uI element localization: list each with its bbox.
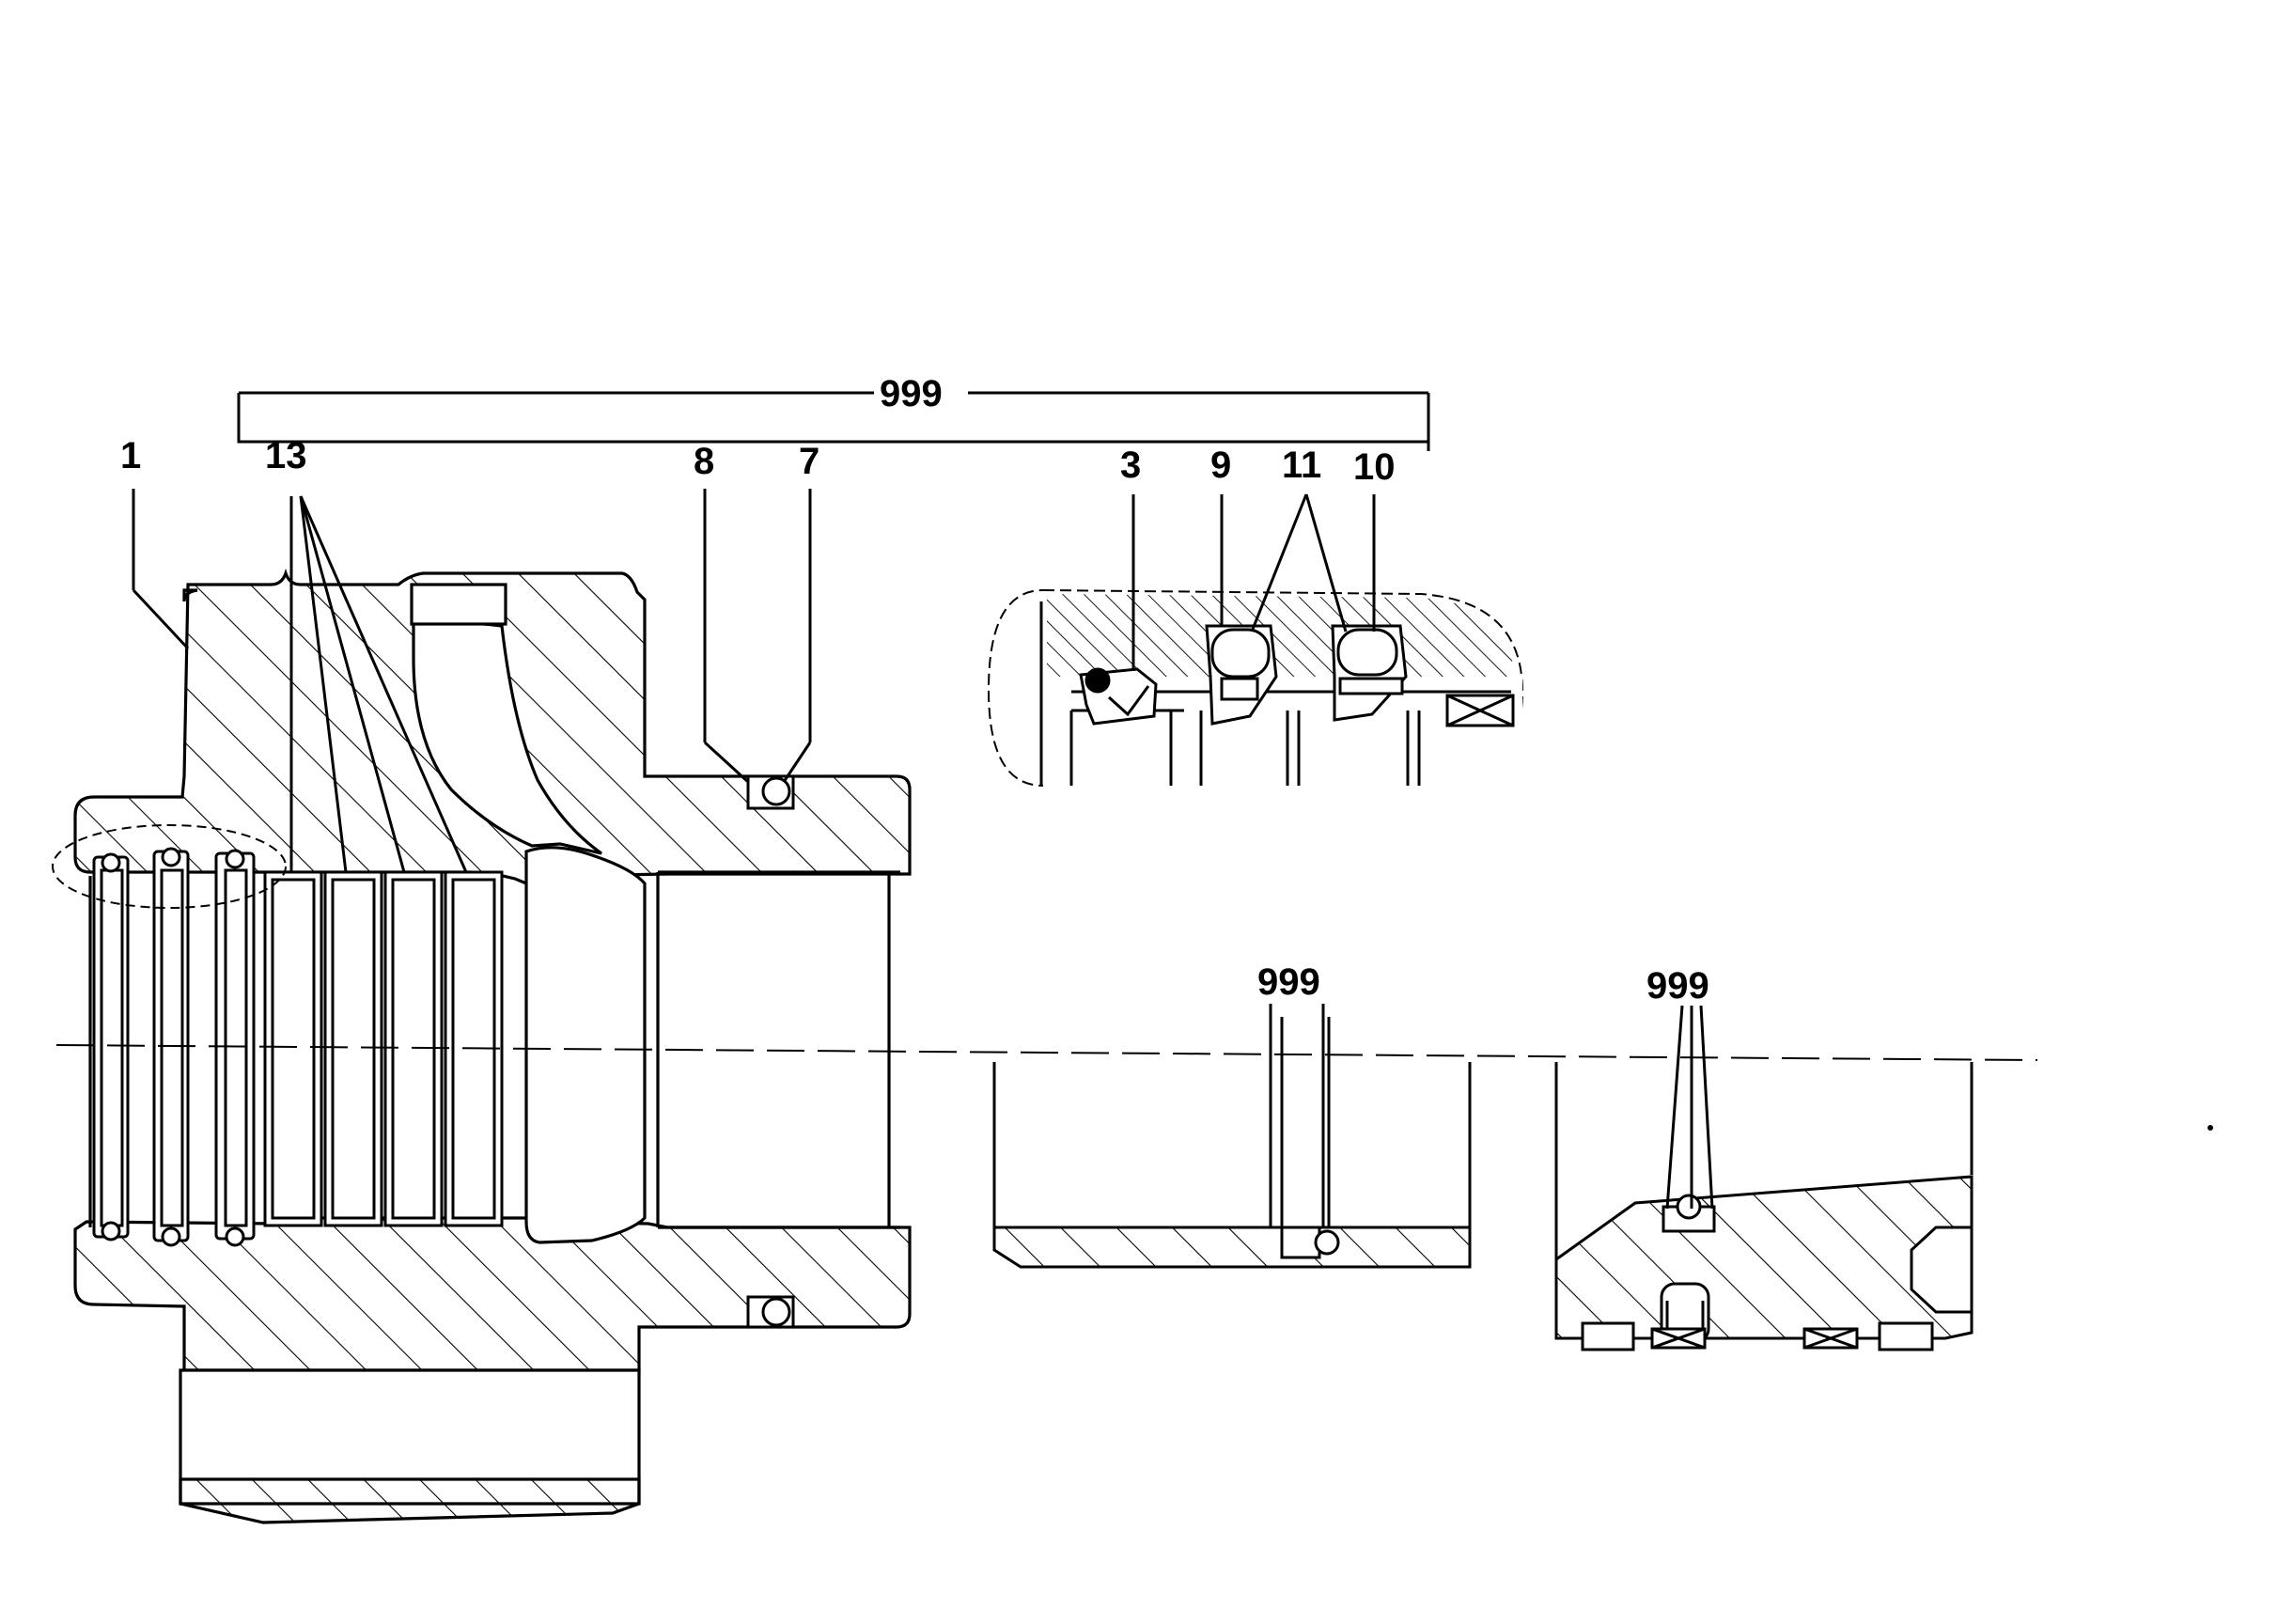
callout-labels: 1 13 8 7 3 9 11 10 999 999 999 — [120, 373, 1709, 1007]
housing-recess — [524, 846, 647, 1244]
callout-part-8: 8 — [694, 441, 714, 482]
o-ring-bottom — [746, 1295, 795, 1329]
housing-lower-wall — [73, 1216, 912, 1372]
main-housing — [73, 568, 912, 1524]
detail-marker-ellipse — [52, 824, 287, 909]
leader-lines — [132, 391, 1714, 1227]
piston-right — [1554, 1062, 1974, 1351]
seal-detail-view — [987, 588, 1524, 789]
centerline — [55, 1044, 2038, 1061]
callout-part-1: 1 — [120, 435, 141, 476]
callout-kit-999-top: 999 — [880, 373, 943, 414]
port-cap — [410, 583, 507, 626]
bore-seal-grooves — [92, 847, 256, 1247]
housing-port-passage — [412, 620, 602, 855]
callout-part-7: 7 — [799, 441, 819, 482]
stray-dot — [2208, 1125, 2213, 1131]
callout-part-3: 3 — [1120, 445, 1141, 486]
piston-middle — [992, 1017, 1472, 1269]
callout-part-13: 13 — [265, 435, 307, 476]
callout-part-10: 10 — [1353, 446, 1396, 488]
o-ring-top — [746, 774, 795, 810]
callout-part-9: 9 — [1210, 445, 1231, 486]
housing-bottom-taper — [179, 1477, 641, 1524]
callout-part-11: 11 — [1282, 445, 1321, 486]
callout-kit-999-right: 999 — [1646, 965, 1709, 1007]
callout-kit-999-mid: 999 — [1257, 961, 1320, 1003]
